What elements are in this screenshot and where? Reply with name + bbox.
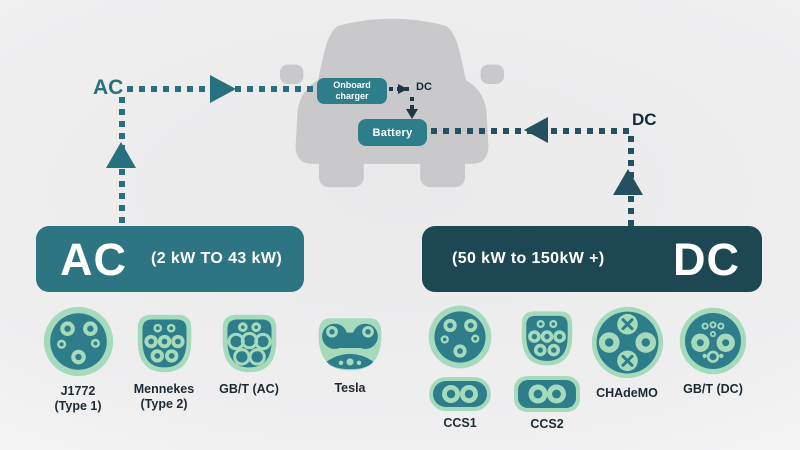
arrow-up-icon [106, 142, 136, 168]
connector-gbt-dc: GB/T (DC) [677, 306, 749, 397]
connector-label: CCS2 [530, 417, 564, 431]
connector-ccs2: CCS2 [511, 306, 583, 432]
ccs2-dc-pins-icon [514, 376, 580, 412]
dc-banner-range: (50 kW to 150kW +) [452, 250, 605, 267]
ac-banner-range: (2 kW TO 43 kW) [151, 250, 283, 267]
j1772-connector-icon [43, 306, 113, 377]
dc-banner-title: DC [673, 233, 740, 285]
ccs2-top-icon [521, 311, 573, 366]
connector-label: GB/T (DC) [683, 382, 743, 396]
connector-chademo: CHAdeMO [589, 305, 665, 401]
mennekes-connector-icon [137, 314, 191, 373]
onboard-charger-box: Onboard charger [317, 78, 387, 104]
connector-mennekes: Mennekes (Type 2) [124, 309, 204, 412]
tesla-connector-icon [318, 318, 382, 371]
gbt-dc-connector-icon [679, 307, 747, 375]
connector-sublabel: (Type 2) [140, 397, 188, 411]
arrow-down-small-icon [406, 109, 418, 119]
connector-label: Tesla [334, 381, 366, 395]
ac-banner-title: AC [60, 233, 127, 285]
arrow-right-small-icon [398, 84, 408, 94]
connector-label: CCS1 [443, 416, 477, 430]
ac-banner: AC (2 kW TO 43 kW) [36, 226, 304, 292]
car-body [295, 18, 489, 164]
arrow-left-icon [524, 117, 548, 143]
connector-label: Mennekes [133, 382, 195, 396]
chademo-connector-icon [591, 306, 663, 379]
car-mirror-left [280, 64, 304, 84]
ccs1-top-icon [428, 305, 492, 369]
car-mirror-right [480, 64, 504, 84]
car-front-silhouette [280, 18, 504, 188]
battery-box: Battery [358, 119, 427, 146]
connector-j1772: J1772 (Type 1) [40, 305, 116, 414]
connector-label: CHAdeMO [596, 386, 658, 400]
connector-gbt-ac: GB/T (AC) [209, 309, 289, 397]
connector-label: GB/T (AC) [219, 382, 279, 396]
connector-sublabel: (Type 1) [54, 399, 102, 413]
dc-source-label: DC [632, 110, 657, 129]
ac-source-label: AC [93, 76, 124, 99]
connector-ccs1: CCS1 [427, 304, 493, 431]
arrow-up-dc-icon [613, 169, 643, 195]
dc-banner: (50 kW to 150kW +) DC [422, 226, 762, 292]
gbt-ac-connector-icon [222, 314, 276, 373]
ccs1-dc-pins-icon [429, 377, 491, 411]
connector-label: J1772 [60, 384, 96, 398]
dc-internal-label: DC [416, 81, 432, 93]
dc-internal-dotted-line-vertical [410, 97, 414, 111]
arrow-right-icon [210, 75, 236, 103]
connector-tesla: Tesla [312, 312, 388, 396]
